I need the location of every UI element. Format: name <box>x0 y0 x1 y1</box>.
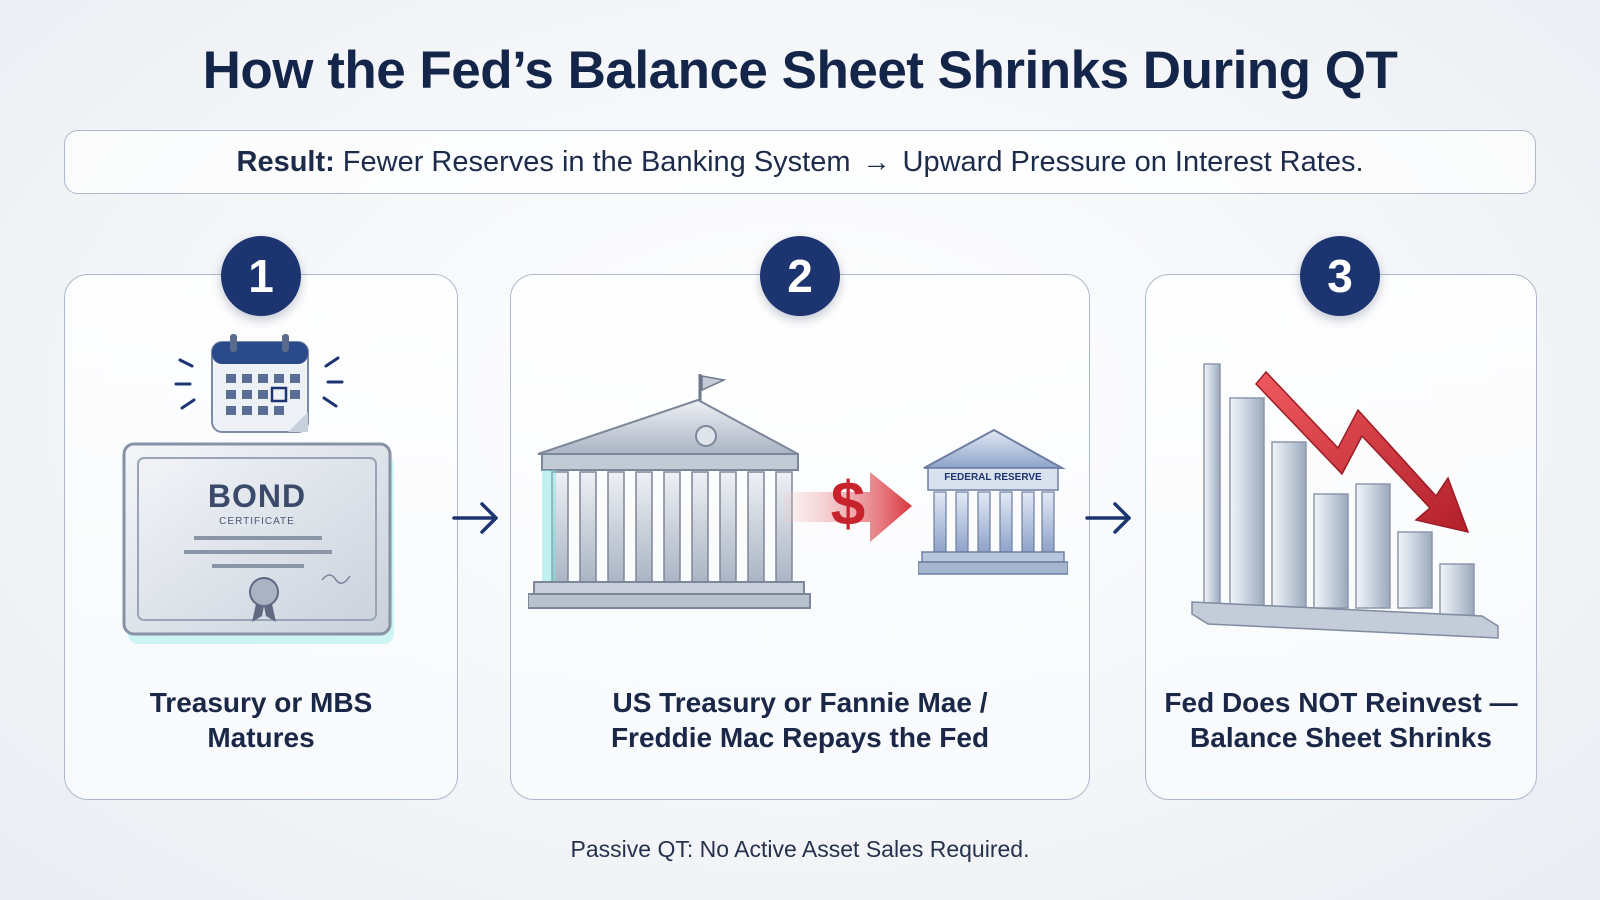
step-badge-3: 3 <box>1300 236 1380 316</box>
step-2-caption-line-1: US Treasury or Fannie Mae / <box>612 687 988 718</box>
federal-reserve-building-icon: FEDERAL RESERVE <box>917 424 1069 584</box>
step-2-caption: US Treasury or Fannie Mae / Freddie Mac … <box>511 685 1089 755</box>
result-part-1: Fewer Reserves in the Banking System <box>342 145 851 178</box>
result-banner: Result: Fewer Reserves in the Banking Sy… <box>64 130 1536 194</box>
step-3-caption-line-2: Balance Sheet Shrinks <box>1190 722 1492 753</box>
bond-subtitle: CERTIFICATE <box>219 516 295 527</box>
bond-title: BOND <box>207 478 307 514</box>
footer-note: Passive QT: No Active Asset Sales Requir… <box>570 836 1030 862</box>
step-badge-1: 1 <box>221 236 301 316</box>
dollar-arrow-icon <box>784 472 912 542</box>
right-arrow-icon <box>452 502 498 534</box>
result-part-2: Upward Pressure on Interest Rates. <box>902 145 1364 178</box>
step-1-caption-line-2: Matures <box>207 722 315 753</box>
bond-certificate-icon: BOND CERTIFICATE <box>122 440 402 655</box>
dollar-sign: $ <box>830 470 866 539</box>
treasury-building-icon <box>528 374 811 609</box>
federal-reserve-sign: FEDERAL RESERVE <box>944 472 1042 483</box>
step-card-2: US Treasury or Fannie Mae / Freddie Mac … <box>510 274 1090 800</box>
page-title: How the Fed’s Balance Sheet Shrinks Duri… <box>202 41 1398 100</box>
calendar-icon <box>174 334 344 433</box>
right-arrow-icon <box>1085 502 1131 534</box>
step-1-caption-line-1: Treasury or MBS <box>149 687 373 718</box>
declining-bar-chart-icon <box>1191 363 1499 639</box>
step-3-caption: Fed Does NOT Reinvest — Balance Sheet Sh… <box>1146 685 1536 755</box>
step-3-caption-line-1: Fed Does NOT Reinvest — <box>1164 687 1518 718</box>
step-1-caption: Treasury or MBS Matures <box>65 685 457 755</box>
right-arrow-icon: → <box>862 146 891 177</box>
step-2-caption-line-2: Freddie Mac Repays the Fed <box>610 722 990 753</box>
result-label: Result: <box>236 145 335 178</box>
step-badge-2: 2 <box>760 236 840 316</box>
